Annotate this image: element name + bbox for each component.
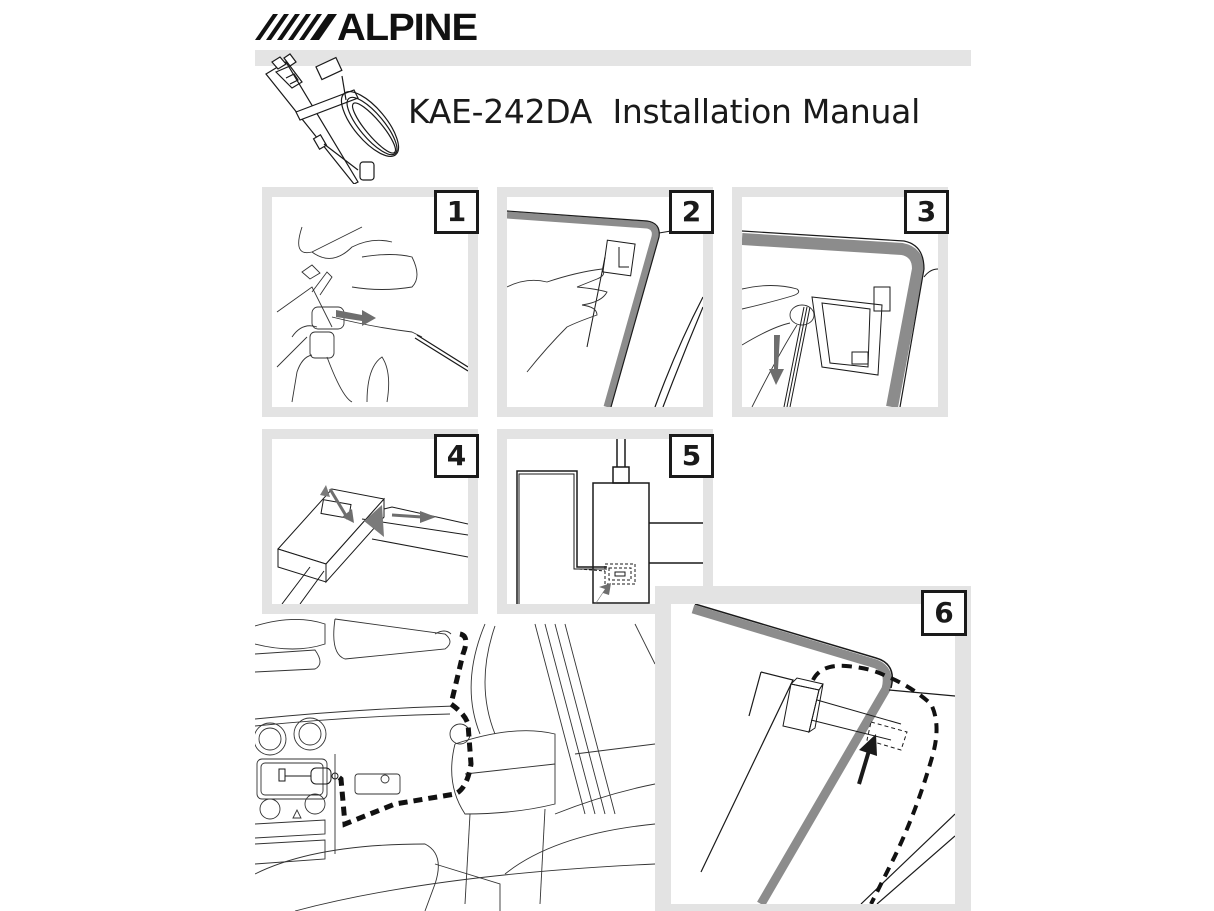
document-title: KAE-242DA Installation Manual: [408, 92, 920, 131]
step-6-illustration: [691, 604, 955, 904]
step-1-panel: 1: [262, 187, 479, 417]
logo-text: ALPINE: [337, 7, 478, 49]
step-2-illustration: [507, 210, 703, 407]
car-interior-illustration: [255, 618, 655, 911]
step-5-panel: 5: [497, 429, 714, 614]
step-number-badge: 6: [921, 590, 967, 636]
step-2-panel: 2: [497, 187, 714, 417]
step-4-illustration: [277, 485, 468, 604]
step-number-badge: 5: [669, 434, 714, 478]
step-4-panel: 4: [262, 429, 479, 614]
step-number-badge: 1: [434, 190, 479, 234]
product-illustration: [258, 52, 428, 184]
header-divider-bar: [255, 50, 971, 66]
step-5-illustration: [516, 439, 703, 604]
step-3-panel: 3: [732, 187, 949, 417]
step-6-panel: 6: [655, 586, 971, 911]
step-number-badge: 3: [904, 190, 949, 234]
step-1-illustration: [276, 226, 468, 403]
dashboard-routing-illustration: [255, 614, 655, 911]
alpine-logo: ALPINE: [255, 8, 480, 48]
step-3-illustration: [742, 230, 938, 407]
step-number-badge: 4: [434, 434, 479, 478]
logo-stripes-icon: [255, 14, 337, 40]
step-number-badge: 2: [669, 190, 714, 234]
